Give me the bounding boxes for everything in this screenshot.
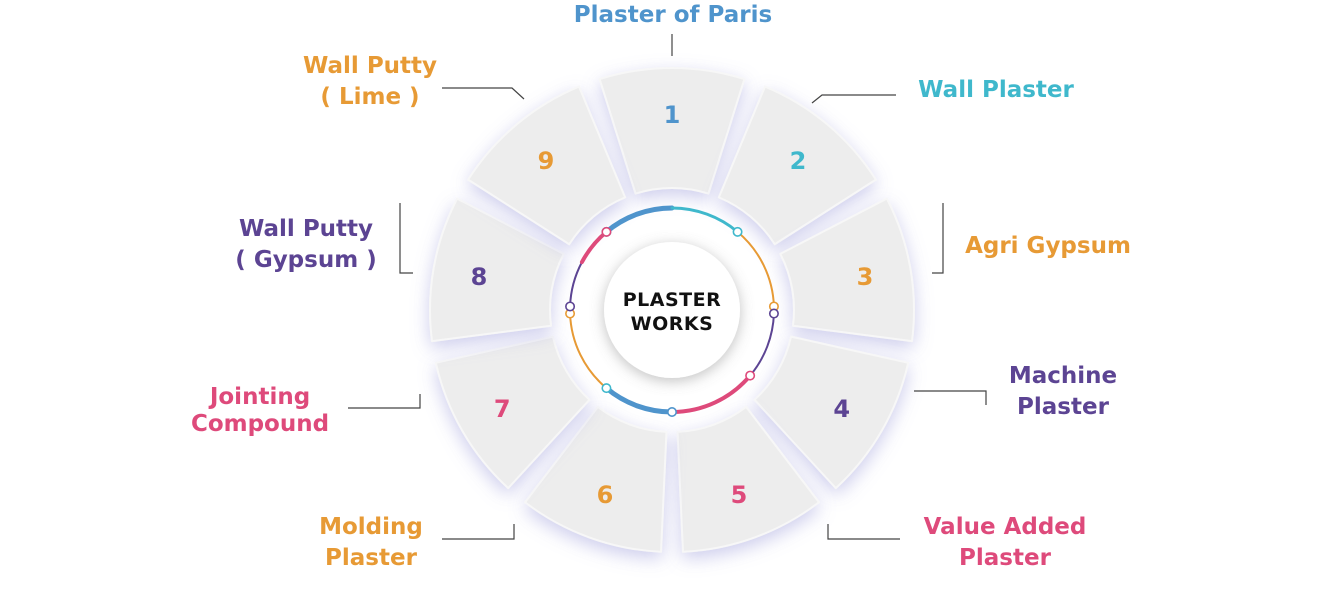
leader-line bbox=[914, 390, 987, 405]
leader-line bbox=[442, 87, 525, 100]
label-line: ( Lime ) bbox=[320, 84, 420, 110]
segment-4: 4 bbox=[753, 335, 910, 490]
leader-line bbox=[399, 203, 413, 274]
ring-arc bbox=[749, 312, 775, 377]
segment-1: 1 bbox=[598, 67, 746, 195]
label-line: Plaster bbox=[959, 545, 1051, 571]
segment-6: 6 bbox=[524, 405, 668, 553]
ring-arc bbox=[569, 312, 608, 390]
leader-line bbox=[811, 94, 896, 104]
inner-ring bbox=[565, 205, 779, 417]
segment-number: 1 bbox=[664, 101, 681, 129]
segment-number: 5 bbox=[731, 481, 748, 509]
segment-number: 3 bbox=[857, 263, 874, 291]
ring-node bbox=[745, 370, 756, 381]
label-line: Plaster bbox=[1017, 394, 1109, 420]
label-line: Agri Gypsum bbox=[965, 233, 1131, 259]
segment-7: 7 bbox=[434, 335, 591, 490]
segment-shape bbox=[717, 85, 877, 246]
label-wall-putty-gypsum: Wall Putty ( Gypsum ) bbox=[214, 214, 398, 276]
ring-node bbox=[601, 383, 612, 394]
segment-number: 7 bbox=[494, 395, 511, 423]
segment-shape bbox=[429, 197, 565, 343]
ring-arc bbox=[603, 205, 675, 235]
center-title-line-1: PLASTER bbox=[622, 289, 722, 311]
label-line: Jointing bbox=[209, 384, 311, 410]
segment-8: 8 bbox=[429, 197, 565, 343]
segment-number: 6 bbox=[597, 481, 614, 509]
segment-3: 3 bbox=[779, 197, 915, 343]
segment-shape bbox=[676, 405, 820, 553]
ring-arc bbox=[569, 261, 583, 308]
label-value-added-plaster: Value Added Plaster bbox=[900, 512, 1110, 574]
ring-arc bbox=[736, 230, 775, 308]
leader-line bbox=[932, 203, 944, 274]
ring-node bbox=[666, 406, 677, 417]
ring-node bbox=[768, 308, 779, 319]
label-plaster-of-paris: Plaster of Paris bbox=[532, 0, 814, 31]
segment-shape bbox=[753, 335, 910, 490]
segments-ring: 1 2 3 4 5 6 7 8 9 bbox=[429, 67, 915, 553]
segment-2: 2 bbox=[717, 85, 877, 246]
label-wall-plaster: Wall Plaster bbox=[896, 75, 1096, 106]
segment-number: 2 bbox=[790, 147, 807, 175]
ring-node bbox=[601, 226, 612, 237]
label-line: Plaster of Paris bbox=[573, 2, 773, 28]
leader-lines bbox=[348, 34, 987, 540]
leader-line bbox=[442, 524, 515, 540]
segment-number: 9 bbox=[538, 147, 555, 175]
label-molding-plaster: Molding Plaster bbox=[295, 512, 447, 574]
label-machine-plaster: Machine Plaster bbox=[988, 361, 1138, 423]
segment-number: 8 bbox=[471, 263, 488, 291]
segment-shape bbox=[467, 85, 627, 246]
leader-line bbox=[827, 524, 900, 540]
label-line: Plaster bbox=[325, 545, 417, 571]
ring-arc bbox=[579, 229, 609, 265]
label-line: Compound bbox=[190, 411, 330, 437]
label-line: Wall Putty bbox=[238, 216, 374, 242]
segment-shape bbox=[598, 67, 746, 195]
label-line: Molding bbox=[319, 514, 423, 540]
ring-arc bbox=[603, 385, 675, 415]
label-line: Wall Putty bbox=[302, 53, 438, 79]
center-title: PLASTER WORKS bbox=[606, 288, 738, 336]
label-jointing-compound: Jointing Compound bbox=[170, 384, 350, 438]
label-wall-putty-lime: Wall Putty ( Lime ) bbox=[282, 51, 458, 113]
ring-node bbox=[565, 301, 576, 312]
segment-9: 9 bbox=[467, 85, 627, 246]
segment-shape bbox=[779, 197, 915, 343]
ring-arc bbox=[670, 373, 753, 414]
segment-5: 5 bbox=[676, 405, 820, 553]
label-agri-gypsum: Agri Gypsum bbox=[946, 231, 1150, 262]
label-line: ( Gypsum ) bbox=[235, 247, 377, 273]
center-title-line-2: WORKS bbox=[630, 313, 714, 335]
label-line: Wall Plaster bbox=[918, 77, 1074, 103]
segment-number: 4 bbox=[833, 395, 850, 423]
ring-node bbox=[732, 226, 743, 237]
center-hub bbox=[604, 242, 740, 378]
ring-arc bbox=[670, 206, 740, 234]
label-line: Machine bbox=[1008, 363, 1118, 389]
leader-line bbox=[348, 394, 421, 409]
label-line: Value Added bbox=[923, 514, 1087, 540]
segment-shape bbox=[524, 405, 668, 553]
segment-shape bbox=[434, 335, 591, 490]
